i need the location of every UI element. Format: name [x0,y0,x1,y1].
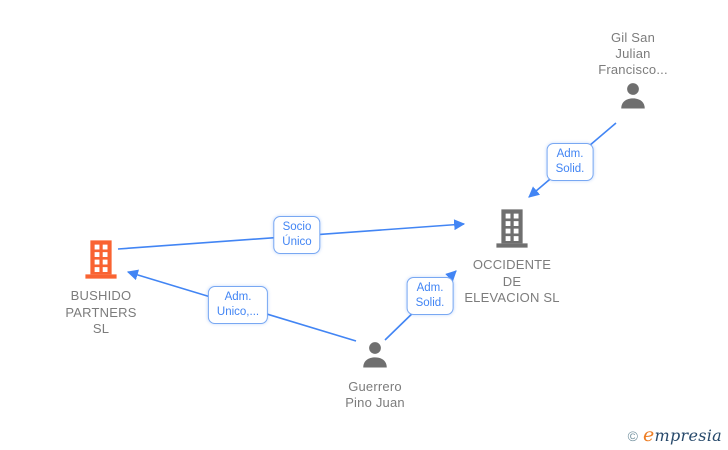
node-label: Guerrero Pino Juan [345,379,405,410]
brand-wordmark: empresia [643,424,722,446]
person-icon [618,81,648,116]
edge-label-adm-solid-gil: Adm. Solid. [546,143,594,181]
edge-label-adm-solid-guerrero: Adm. Solid. [406,277,454,315]
node-gil-san-julian[interactable]: Gil San Julian Francisco... [568,30,698,116]
node-occidente-de-elevacion[interactable]: OCCIDENTE DE ELEVACION SL [447,209,577,307]
edge-label-socio-unico: Socio Único [273,216,321,254]
empresia-logo: © empresia [628,424,722,446]
brand-rest: mpresia [654,426,722,445]
person-icon [360,340,390,375]
node-label: Gil San Julian Francisco... [598,30,668,77]
brand-initial: e [642,424,655,446]
building-icon [495,209,529,253]
node-bushido-partners[interactable]: BUSHIDO PARTNERS SL [36,240,166,338]
node-guerrero-pino-juan[interactable]: Guerrero Pino Juan [310,340,440,411]
building-icon [84,240,118,284]
edge-label-adm-unico: Adm. Unico,... [207,286,269,324]
node-label: OCCIDENTE DE ELEVACION SL [464,257,560,305]
copyright-icon: © [627,428,638,444]
node-label: BUSHIDO PARTNERS SL [65,288,137,336]
